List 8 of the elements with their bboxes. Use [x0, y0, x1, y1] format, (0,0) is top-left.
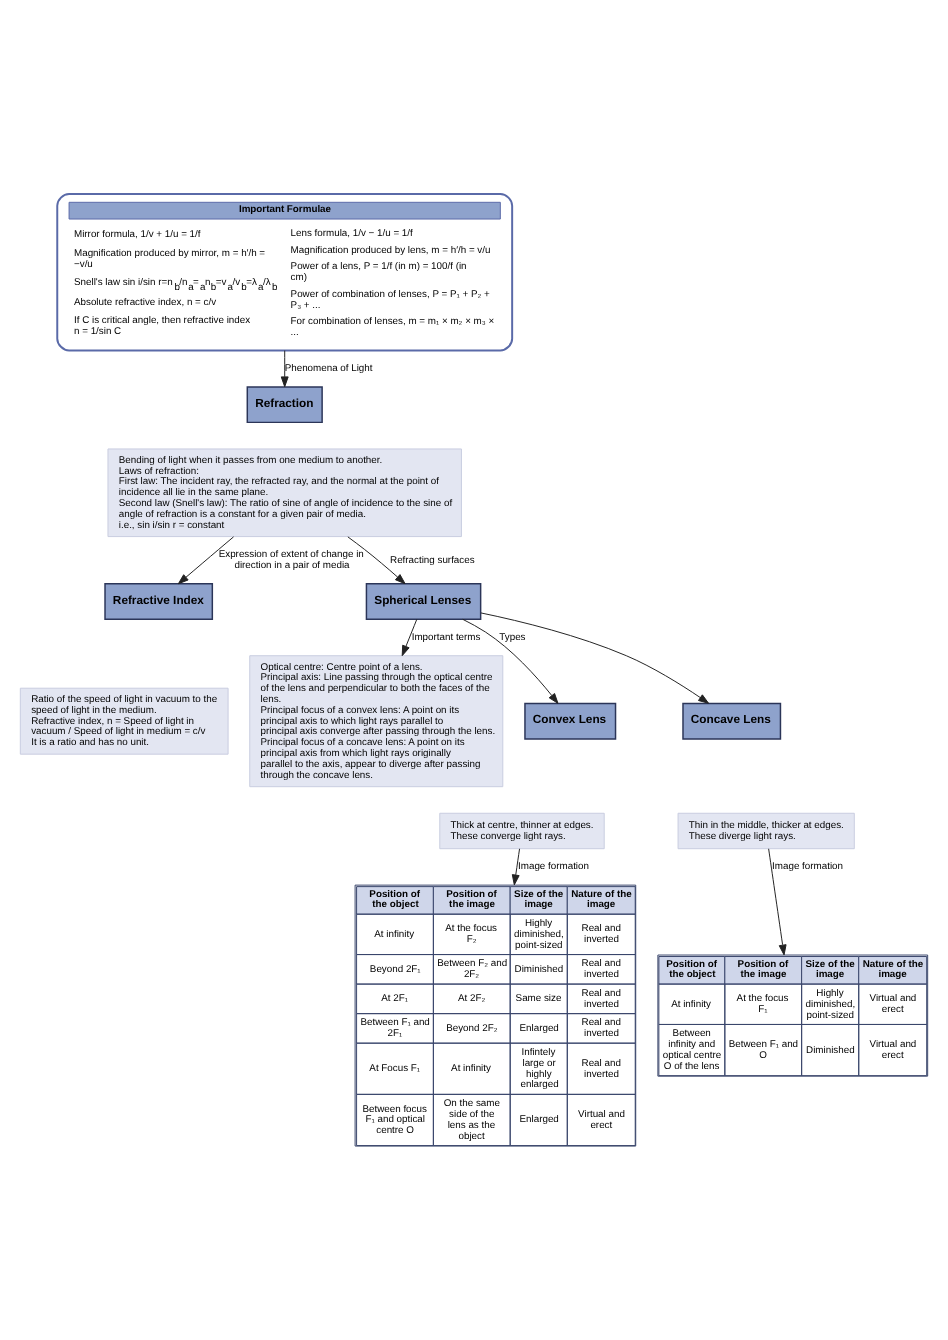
arrow	[480, 612, 710, 704]
arrow	[768, 848, 787, 956]
arrow	[401, 618, 418, 657]
arrow	[347, 536, 406, 585]
arrow	[280, 350, 289, 388]
arrow	[462, 618, 559, 704]
arrow	[511, 848, 521, 886]
arrow	[177, 536, 235, 585]
